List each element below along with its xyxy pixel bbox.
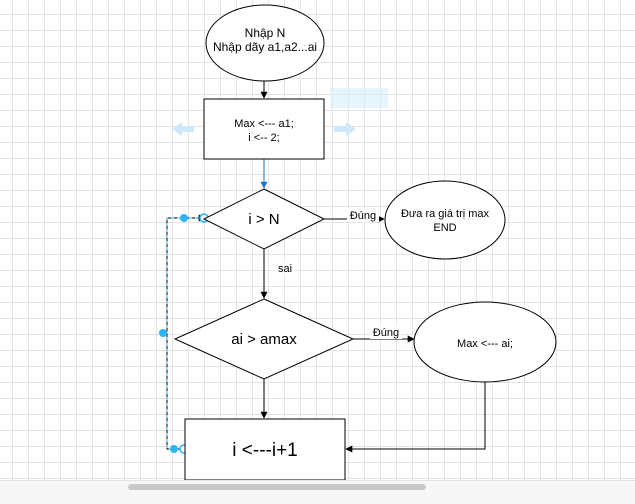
init-node-label-1: Max <--- a1; xyxy=(234,118,294,130)
output-node-label-2: END xyxy=(433,222,456,234)
edge-label-cond2-true: Đúng xyxy=(373,327,399,339)
edge-assign-to-increment[interactable] xyxy=(345,381,486,453)
start-node[interactable] xyxy=(205,4,325,82)
init-node[interactable] xyxy=(203,98,325,160)
start-node-label-1: Nhập N xyxy=(245,26,286,40)
assign-max-node[interactable] xyxy=(413,301,557,383)
hover-hint-bar xyxy=(330,88,388,108)
assign-max-node-label: Max <--- ai; xyxy=(457,338,513,350)
edge-label-bg xyxy=(275,261,295,275)
edge-label-bg xyxy=(370,325,402,339)
selection-handle[interactable] xyxy=(170,445,178,453)
edge-label-bg xyxy=(347,208,379,222)
decision-node-ai-gt-amax-label: ai > amax xyxy=(231,331,297,348)
increment-node[interactable] xyxy=(184,418,346,481)
decision-node-i-gt-n[interactable] xyxy=(202,188,326,250)
output-node[interactable] xyxy=(384,180,506,260)
init-node-label-2: i <-- 2; xyxy=(248,132,279,144)
hover-hint-left-arrow-icon xyxy=(172,122,194,136)
selection-handle[interactable] xyxy=(180,214,188,222)
edge-label-cond1-false: sai xyxy=(278,263,292,275)
decision-node-ai-gt-amax[interactable] xyxy=(173,298,355,380)
start-node-label-2: Nhập dãy a1,a2...ai xyxy=(213,40,317,54)
horizontal-scrollbar-thumb[interactable] xyxy=(128,484,426,490)
increment-node-label: i <---i+1 xyxy=(232,440,297,461)
decision-node-i-gt-n-label: i > N xyxy=(248,211,279,228)
edge-label-cond1-true: Đúng xyxy=(350,210,376,222)
selection-handle[interactable] xyxy=(159,329,167,337)
hover-hint-right-arrow-icon xyxy=(334,122,356,136)
output-node-label-1: Đưa ra giá trị max xyxy=(401,208,490,220)
